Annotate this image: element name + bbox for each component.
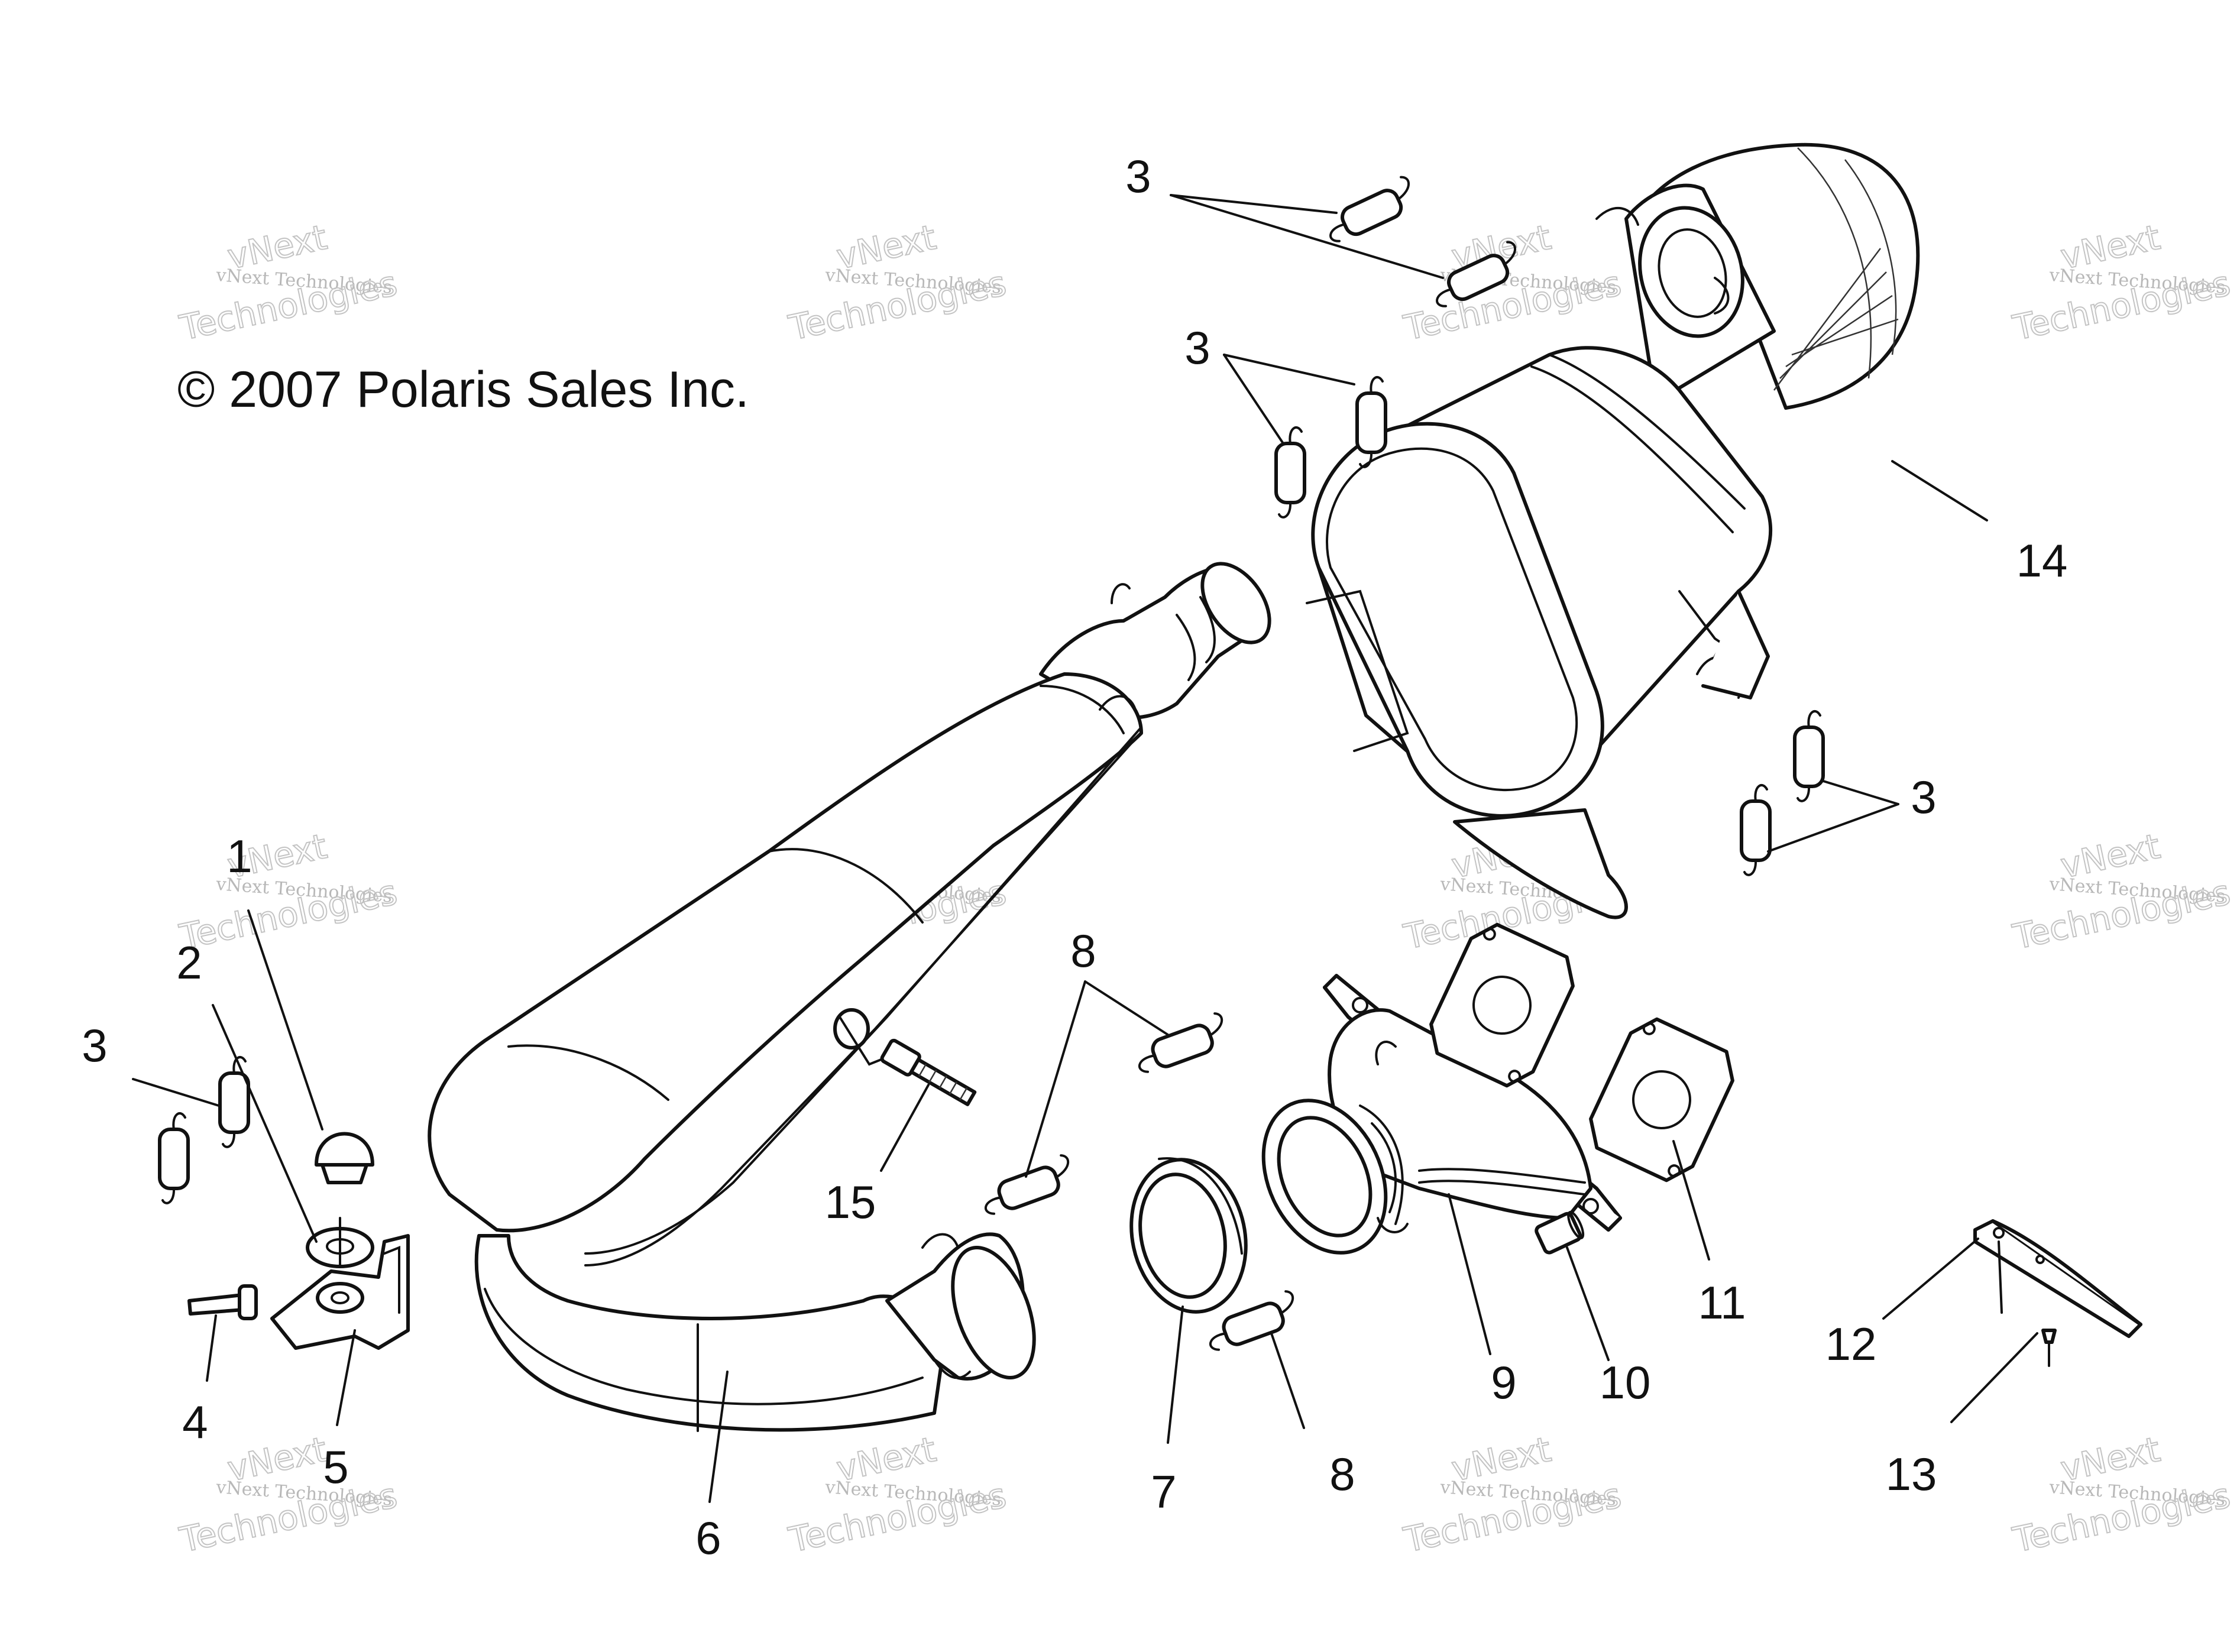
watermark-text: vNext	[2057, 217, 2164, 277]
callout-5: 5	[323, 1441, 348, 1493]
spring-part-3-e	[1793, 710, 1825, 802]
watermark-text: vNext	[833, 1429, 940, 1489]
spring-part-3-d	[1274, 426, 1306, 519]
watermark-text: vNext	[224, 1429, 331, 1489]
spring-part-8-b	[984, 1154, 1070, 1215]
part-1-grommet-cap	[315, 1132, 374, 1184]
part-13-rivet	[2041, 1329, 2057, 1367]
leader-lines	[132, 194, 2038, 1503]
watermark-tile: vNext Technologies vNext Technologies	[2009, 825, 2235, 958]
watermark-text: vNext	[833, 217, 940, 277]
callout-11: 11	[1698, 1277, 1746, 1329]
callout-15: 15	[825, 1176, 876, 1228]
callout-12: 12	[1825, 1318, 1877, 1370]
callout-10: 10	[1600, 1356, 1651, 1408]
spring-part-8-a	[1138, 1012, 1223, 1073]
part-11-gasket-b	[1589, 1017, 1734, 1183]
callout-3-left: 3	[82, 1019, 107, 1071]
callout-labels: 3 3 14 3 1 2 3 8 15 4 5 6 7 8 9 10 11 12…	[82, 150, 2067, 1564]
watermark-tile: vNext Technologies vNext Technologies	[785, 1429, 1011, 1561]
part-6-expansion-chamber	[428, 562, 1271, 1432]
part-9-exhaust-manifold	[1261, 974, 1622, 1255]
spring-part-3-f	[1740, 784, 1772, 876]
watermark-text: vNext	[2057, 826, 2164, 886]
watermark-tile: vNext Technologies vNext Technologies	[1400, 216, 1626, 349]
spring-part-3-a	[1329, 176, 1410, 242]
callout-4: 4	[182, 1396, 208, 1448]
watermark-text: vNext	[2057, 1429, 2164, 1489]
part-7-seal-ring	[1129, 1157, 1248, 1314]
watermark-tile: vNext Technologies vNext Technologies	[785, 216, 1011, 349]
callout-3-right: 3	[1911, 771, 1936, 823]
spring-part-3-g	[218, 1056, 250, 1148]
callout-9: 9	[1491, 1356, 1516, 1408]
spring-part-3-h	[158, 1112, 190, 1204]
watermark-tile: vNext Technologies vNext Technologies	[176, 216, 402, 349]
part-11-gasket-a	[1429, 922, 1575, 1088]
watermark-tile: vNext Technologies vNext Technologies	[176, 825, 402, 958]
callout-7: 7	[1151, 1466, 1176, 1518]
part-10-stud	[1535, 1210, 1585, 1255]
callout-14: 14	[2016, 535, 2068, 587]
spring-part-8-c	[1209, 1290, 1294, 1351]
watermark-tile: vNext Technologies vNext Technologies	[176, 1429, 402, 1561]
spring-part-3-b	[1436, 241, 1516, 307]
callout-13: 13	[1886, 1448, 1937, 1500]
watermark-tile: vNext Technologies vNext Technologies	[2009, 216, 2235, 349]
callout-2: 2	[176, 937, 202, 989]
callout-3-top: 3	[1125, 150, 1151, 202]
watermark-text: vNext	[1448, 1429, 1555, 1489]
watermark-text: vNext	[224, 217, 331, 277]
watermark-tile: vNext Technologies vNext Technologies	[2009, 1429, 2235, 1561]
part-14-muffler	[1306, 142, 1920, 919]
callout-6: 6	[695, 1512, 721, 1564]
part-4-pin	[187, 1284, 258, 1320]
callout-8-lower: 8	[1329, 1448, 1355, 1500]
callout-1: 1	[226, 830, 252, 882]
callout-3-upper: 3	[1184, 322, 1210, 374]
part-15-bolt	[880, 1038, 977, 1106]
copyright-notice: © 2007 Polaris Sales Inc.	[177, 361, 749, 418]
spring-part-3-c	[1355, 376, 1387, 468]
watermark-tile: vNext Technologies vNext Technologies	[1400, 1429, 1626, 1561]
callout-8-upper: 8	[1070, 925, 1096, 977]
part-5-mount-bracket	[270, 1234, 410, 1350]
